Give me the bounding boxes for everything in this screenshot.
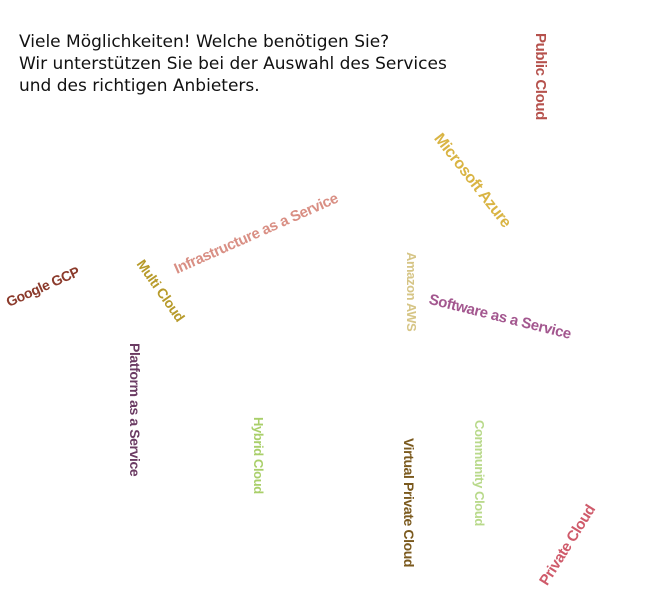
- tag-virtual-private-cloud: Virtual Private Cloud: [401, 438, 417, 568]
- tag-hybrid-cloud: Hybrid Cloud: [251, 417, 266, 494]
- tag-private-cloud: Private Cloud: [536, 501, 600, 589]
- intro-line-3: und des richtigen Anbieters.: [19, 76, 260, 96]
- tag-microsoft-azure: Microsoft Azure: [430, 130, 515, 231]
- tag-google-gcp: Google GCP: [3, 263, 82, 310]
- tag-infrastructure-as-a-service: Infrastructure as a Service: [171, 189, 341, 278]
- tag-public-cloud: Public Cloud: [532, 33, 549, 120]
- tag-community-cloud: Community Cloud: [472, 420, 487, 526]
- intro-line-2: Wir unterstützen Sie bei der Auswahl des…: [19, 54, 447, 74]
- intro-line-1: Viele Möglichkeiten! Welche benötigen Si…: [19, 32, 390, 52]
- tag-platform-as-a-service: Platform as a Service: [127, 343, 143, 477]
- tag-amazon-aws: Amazon AWS: [404, 252, 419, 332]
- intro-text: Viele Möglichkeiten! Welche benötigen Si…: [19, 31, 499, 97]
- tag-software-as-a-service: Software as a Service: [427, 291, 573, 343]
